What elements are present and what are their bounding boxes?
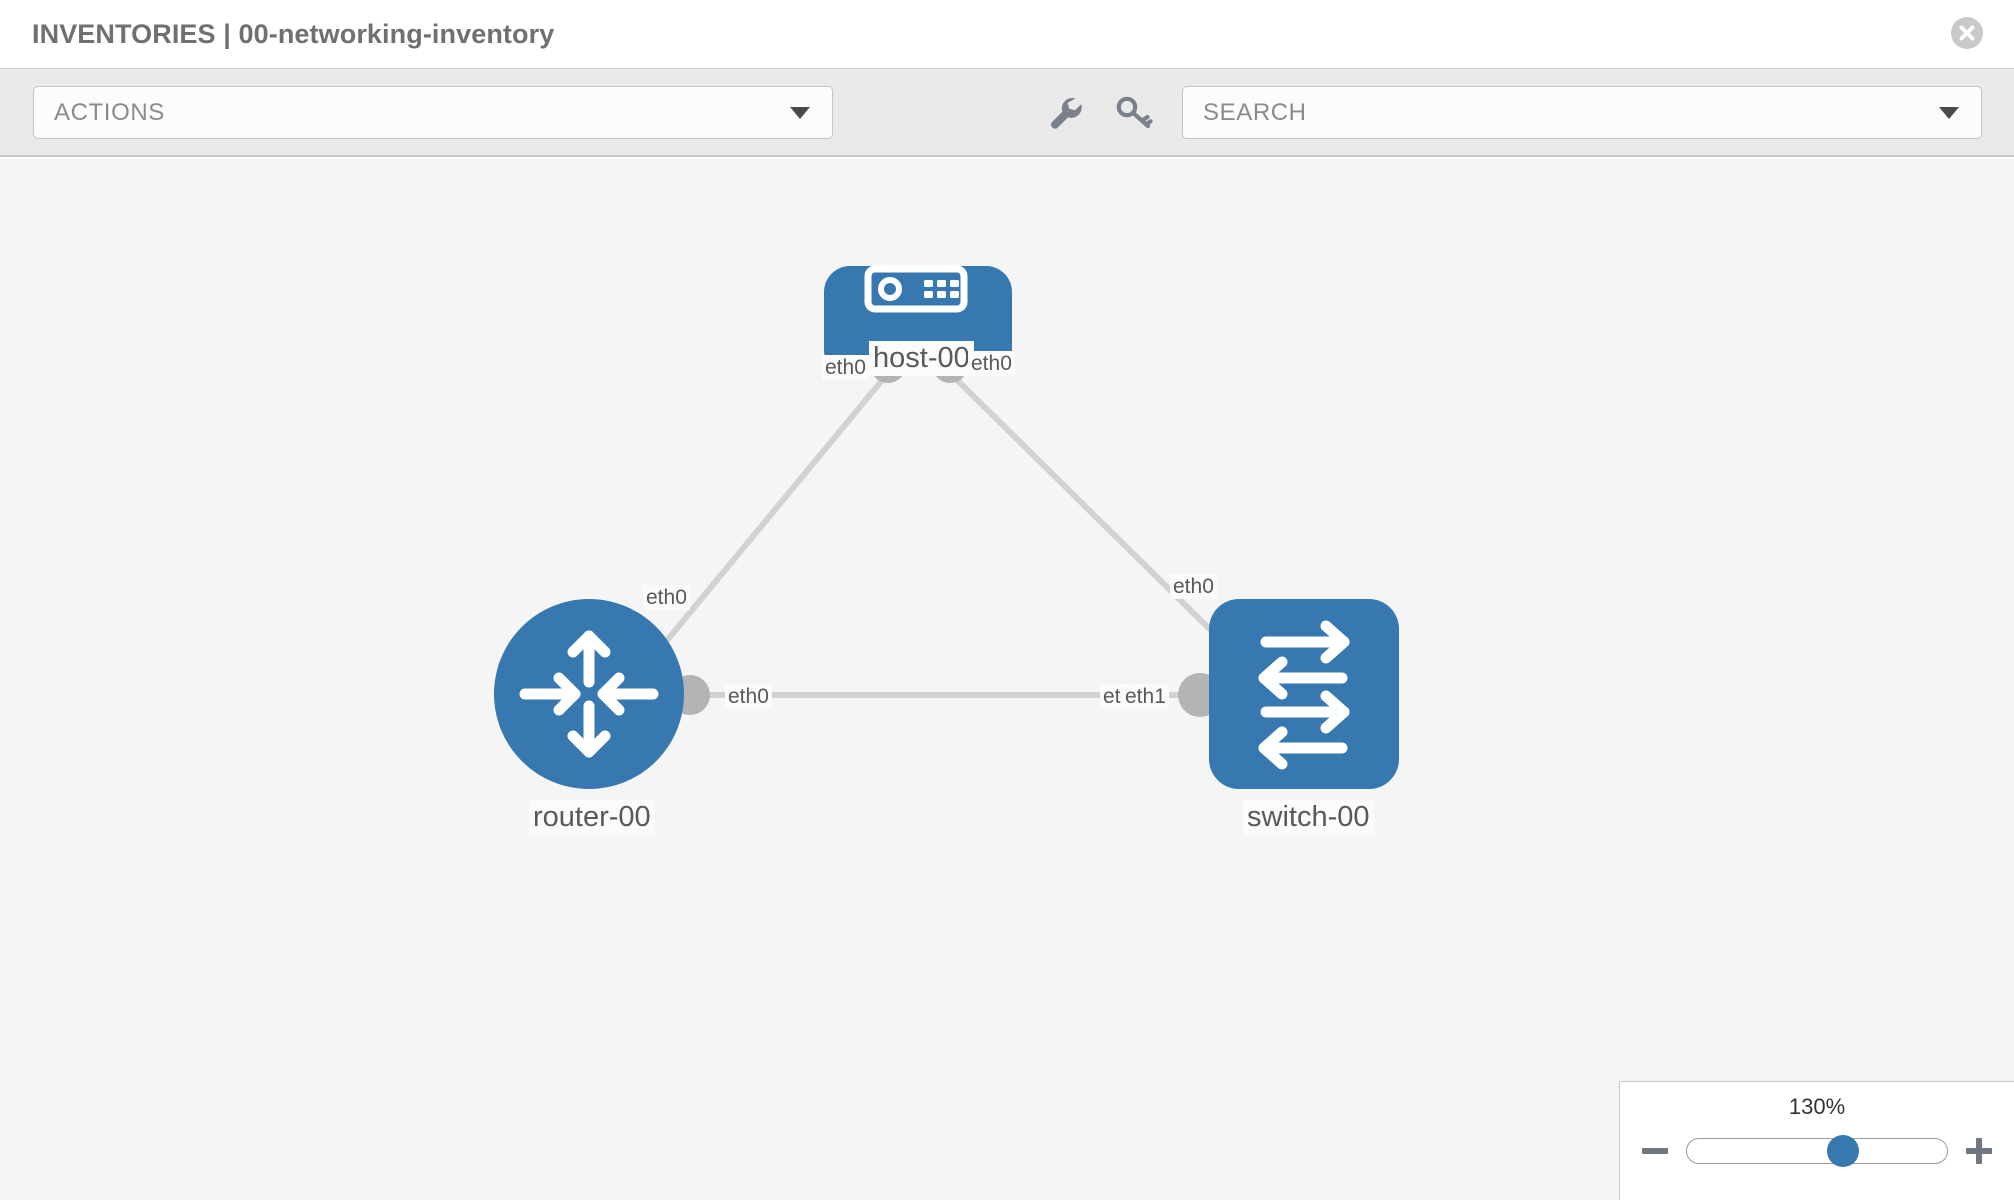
topology-graph <box>494 265 1399 789</box>
zoom-level-value: 130% <box>1788 1094 1846 1119</box>
node-router-00[interactable] <box>494 599 684 789</box>
zoom-control-panel: 130% <box>1619 1081 2014 1200</box>
toolbar: ACTIONS SEARCH <box>0 68 2014 157</box>
port-label-router-right: eth0 <box>725 684 772 709</box>
zoom-slider[interactable] <box>1686 1135 1948 1167</box>
port-label-host-right: eth0 <box>968 351 1015 376</box>
port-connectors <box>630 347 1256 717</box>
link-host-router[interactable] <box>637 370 891 676</box>
wrench-icon[interactable] <box>1044 91 1088 135</box>
search-input[interactable]: SEARCH <box>1182 86 1982 139</box>
port-label-router-up: eth0 <box>643 585 690 610</box>
key-icon[interactable] <box>1112 91 1156 135</box>
link-edges <box>637 370 1253 698</box>
close-icon[interactable] <box>1950 16 1984 50</box>
port-label-host-left: eth0 <box>822 355 869 380</box>
actions-dropdown-label: ACTIONS <box>54 98 165 126</box>
link-host-switch[interactable] <box>947 370 1243 662</box>
port-label-switch-left-over: eth1 <box>1122 684 1169 709</box>
chevron-down-icon <box>1939 106 1959 119</box>
chevron-down-icon <box>790 106 810 119</box>
zoom-in-button[interactable] <box>1964 1136 1994 1166</box>
page-header: INVENTORIES | 00-networking-inventory <box>0 0 2014 68</box>
topology-canvas[interactable]: eth0 host-00 eth0 eth0 eth0 eth0 eth0 et… <box>0 159 2014 1200</box>
zoom-out-button[interactable] <box>1640 1136 1670 1166</box>
node-label-switch-00: switch-00 <box>1243 800 1374 835</box>
zoom-slider-thumb[interactable] <box>1827 1135 1859 1167</box>
actions-dropdown[interactable]: ACTIONS <box>33 86 833 139</box>
port-label-switch-up: eth0 <box>1170 574 1217 599</box>
node-label-router-00: router-00 <box>529 800 655 835</box>
search-placeholder: SEARCH <box>1203 98 1307 126</box>
page-title: INVENTORIES | 00-networking-inventory <box>32 18 555 49</box>
node-switch-00[interactable] <box>1209 599 1399 789</box>
node-label-host-00: host-00 <box>869 341 974 376</box>
